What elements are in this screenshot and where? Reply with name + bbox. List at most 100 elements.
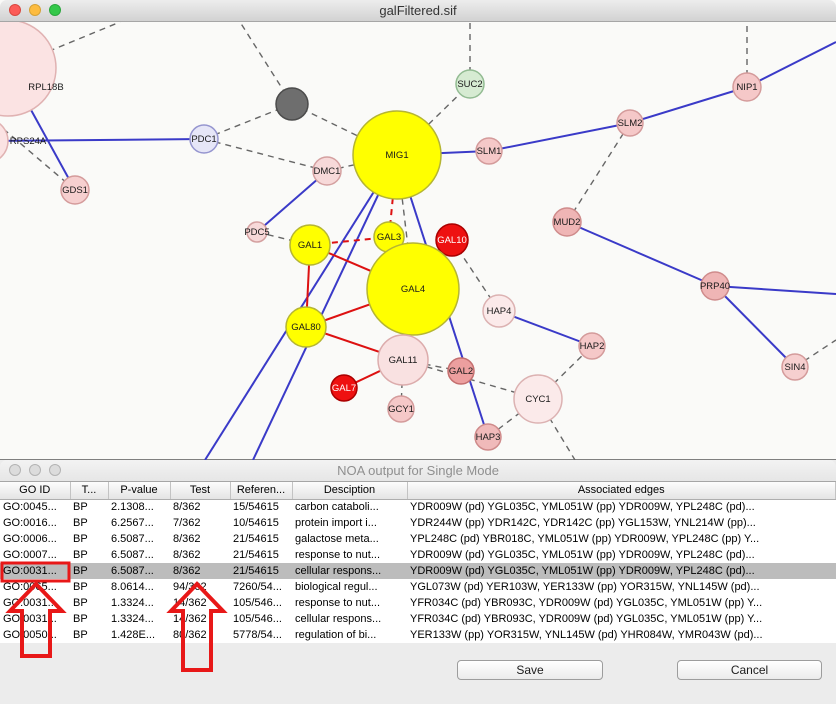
network-node-gal80[interactable]	[285, 306, 327, 348]
node-label: GAL1	[298, 240, 322, 251]
network-node-pdc5[interactable]	[246, 221, 268, 243]
table-cell: biological regul...	[292, 579, 407, 595]
node-label: SUC2	[457, 79, 482, 90]
table-cell: 8/362	[170, 499, 230, 515]
network-node-sin4[interactable]	[781, 353, 809, 381]
network-edge[interactable]	[566, 122, 631, 223]
column-header[interactable]: Desciption	[292, 482, 408, 500]
network-node-dmc1[interactable]	[312, 156, 342, 186]
network-node-hap3[interactable]	[474, 423, 502, 451]
network-node-gal4[interactable]	[366, 242, 460, 336]
table-cell: BP	[70, 595, 108, 611]
noa-window-titlebar[interactable]: NOA output for Single Mode	[0, 460, 836, 482]
network-node-hap2[interactable]	[578, 332, 606, 360]
network-node-nip1[interactable]	[732, 72, 762, 102]
node-label: RPL18B	[28, 82, 63, 93]
column-header[interactable]: Test	[170, 482, 231, 500]
network-node-gcy1[interactable]	[387, 395, 415, 423]
table-cell: YPL248C (pd) YBR018C, YML051W (pp) YDR00…	[407, 531, 836, 547]
zoom-button[interactable]	[49, 464, 61, 476]
node-label: GDS1	[62, 185, 88, 196]
table-cell: 6.5087...	[108, 531, 170, 547]
network-node-pdc1[interactable]	[189, 124, 219, 154]
table-cell: BP	[70, 579, 108, 595]
column-header[interactable]: Associated edges	[407, 482, 836, 500]
node-label: SLM1	[477, 146, 502, 157]
close-button[interactable]	[9, 464, 21, 476]
network-node-slm2[interactable]	[616, 109, 644, 137]
zoom-button[interactable]	[49, 4, 61, 16]
network-node-mig1[interactable]	[352, 110, 442, 200]
table-cell: 7260/54...	[230, 579, 292, 595]
network-edge[interactable]	[0, 125, 76, 191]
network-node-gds1[interactable]	[60, 175, 90, 205]
node-label: GAL11	[389, 355, 418, 366]
table-cell: BP	[70, 515, 108, 531]
table-cell: YGL073W (pd) YER103W, YER133W (pp) YOR31…	[407, 579, 836, 595]
node-label: PRP40	[700, 281, 730, 292]
network-edge[interactable]	[746, 41, 836, 88]
network-node-gal2[interactable]	[447, 357, 475, 385]
minimize-button[interactable]	[29, 464, 41, 476]
network-node-rpl18b[interactable]	[0, 22, 57, 117]
network-node-gal7[interactable]	[330, 374, 358, 402]
close-button[interactable]	[9, 4, 21, 16]
network-edge[interactable]	[488, 122, 631, 152]
network-node-cyc1[interactable]	[513, 374, 563, 424]
network-node-gal1[interactable]	[289, 224, 331, 266]
network-edge[interactable]	[291, 103, 398, 156]
network-node-graynode[interactable]	[275, 87, 309, 121]
minimize-button[interactable]	[29, 4, 41, 16]
network-edge[interactable]	[7, 22, 121, 69]
network-node-gal10[interactable]	[435, 223, 469, 257]
network-node-gal11[interactable]	[377, 334, 429, 386]
table-cell: YER133W (pp) YOR315W, YNL145W (pd) YHR08…	[407, 627, 836, 643]
column-header[interactable]: P-value	[108, 482, 171, 500]
network-edge[interactable]	[256, 170, 328, 233]
network-edge[interactable]	[252, 154, 398, 460]
save-button[interactable]: Save	[457, 660, 603, 680]
network-edge[interactable]	[714, 285, 796, 368]
cancel-button[interactable]: Cancel	[677, 660, 822, 680]
network-svg[interactable]: RPL18BRPS24AGDS1PDC1DMC1MIG1SUC2SLM1SLM2…	[0, 22, 836, 460]
network-edge[interactable]	[629, 86, 748, 124]
network-node-rps24a[interactable]	[0, 119, 9, 163]
table-cell: 94/362	[170, 579, 230, 595]
network-node-hap4[interactable]	[482, 294, 516, 328]
table-cell: GO:0007...	[0, 547, 70, 563]
table-cell: YDR009W (pd) YGL035C, YML051W (pp) YDR00…	[407, 563, 836, 579]
column-header[interactable]: T...	[70, 482, 109, 500]
network-window-titlebar[interactable]: galFiltered.sif	[0, 0, 836, 22]
table-cell: 6.5087...	[108, 563, 170, 579]
network-edge[interactable]	[203, 138, 328, 172]
network-edge[interactable]	[566, 221, 716, 287]
node-label: CYC1	[525, 394, 550, 405]
node-label: PDC1	[191, 134, 216, 145]
network-node-slm1[interactable]	[475, 137, 503, 165]
table-cell: GO:0016...	[0, 515, 70, 531]
network-edge[interactable]	[714, 285, 836, 295]
network-node-suc2[interactable]	[455, 69, 485, 99]
window-controls	[9, 464, 61, 476]
table-cell: BP	[70, 611, 108, 627]
column-header[interactable]: Referen...	[230, 482, 293, 500]
network-node-mud2[interactable]	[552, 207, 582, 237]
network-node-prp40[interactable]	[700, 271, 730, 301]
network-edge[interactable]	[794, 339, 836, 368]
node-label: GAL80	[291, 322, 321, 333]
column-header[interactable]: GO ID	[0, 482, 71, 500]
network-edge[interactable]	[0, 138, 205, 142]
